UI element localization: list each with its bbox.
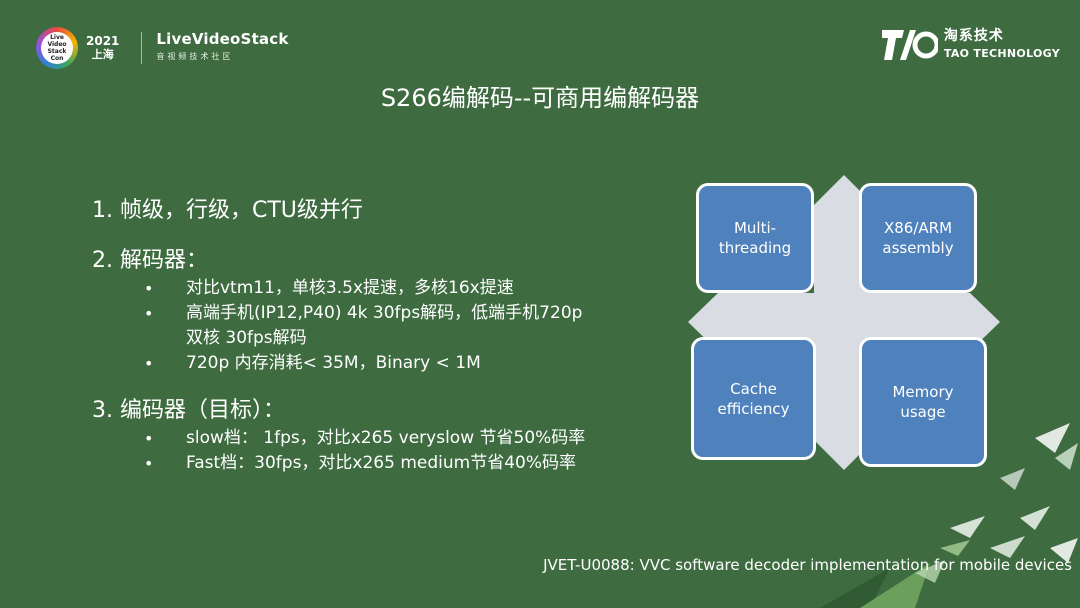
livevideostack-name: LiveVideoStack [156,30,289,48]
list-item: 高端手机(IP12,P40) 4k 30fps解码，低端手机720p [92,301,692,326]
reference-footnote: JVET-U0088: VVC software decoder impleme… [543,556,1072,574]
tao-mark-icon [881,30,938,60]
event-info: 2021 上海 [86,34,119,62]
paper-plane-decoration-icon [820,423,1078,608]
multi-threading-box: Multi-threading [696,183,814,293]
list-item: 对比vtm11，单核3.5x提速，多核16x提速 [92,276,692,301]
content-list: 1. 帧级，行级，CTU级并行 2. 解码器： 对比vtm11，单核3.5x提速… [92,196,692,476]
item-2-heading: 2. 解码器： [92,248,208,273]
event-year: 2021 [86,34,120,48]
header-divider [141,32,143,64]
list-item-continuation: 双核 30fps解码 [186,328,307,348]
livevideostack-logo: LiveVideoStack 音视频技术社区 [156,32,288,64]
event-city: 上海 [91,48,114,61]
diamond-arrows-shape [688,175,1000,470]
event-logo-group: Live Video Stack Con 2021 上海 LiveVideoSt… [36,26,289,70]
item-3-bullets: slow档： 1fps，对比x265 veryslow 节省50%码率 Fast… [92,426,692,476]
list-item: Fast档：30fps，对比x265 medium节省40%码率 [92,451,692,476]
item-3-heading: 3. 编码器（目标）： [92,398,285,423]
badge-line-2: Stack [47,48,67,55]
tao-cn-name: 淘系技术 [943,28,1004,44]
item-1-heading: 1. 帧级，行级，CTU级并行 [92,198,363,223]
list-item: 720p 内存消耗< 35M，Binary < 1M [92,351,692,376]
badge-line-3: Con [50,55,64,62]
livevideostackcon-badge-icon: Live Video Stack Con [36,27,78,69]
badge-line-1: Live Video [47,34,67,48]
tao-technology-logo: 淘系技术 TAO TECHNOLOGY [881,28,1060,62]
tao-en-name: TAO TECHNOLOGY [943,47,1060,60]
list-item: slow档： 1fps，对比x265 veryslow 节省50%码率 [92,426,692,451]
livevideostack-subtitle: 音视频技术社区 [156,52,234,61]
slide-title: S266编解码--可商用编解码器 [380,84,700,112]
item-2-bullets: 对比vtm11，单核3.5x提速，多核16x提速 高端手机(IP12,P40) … [92,276,692,376]
